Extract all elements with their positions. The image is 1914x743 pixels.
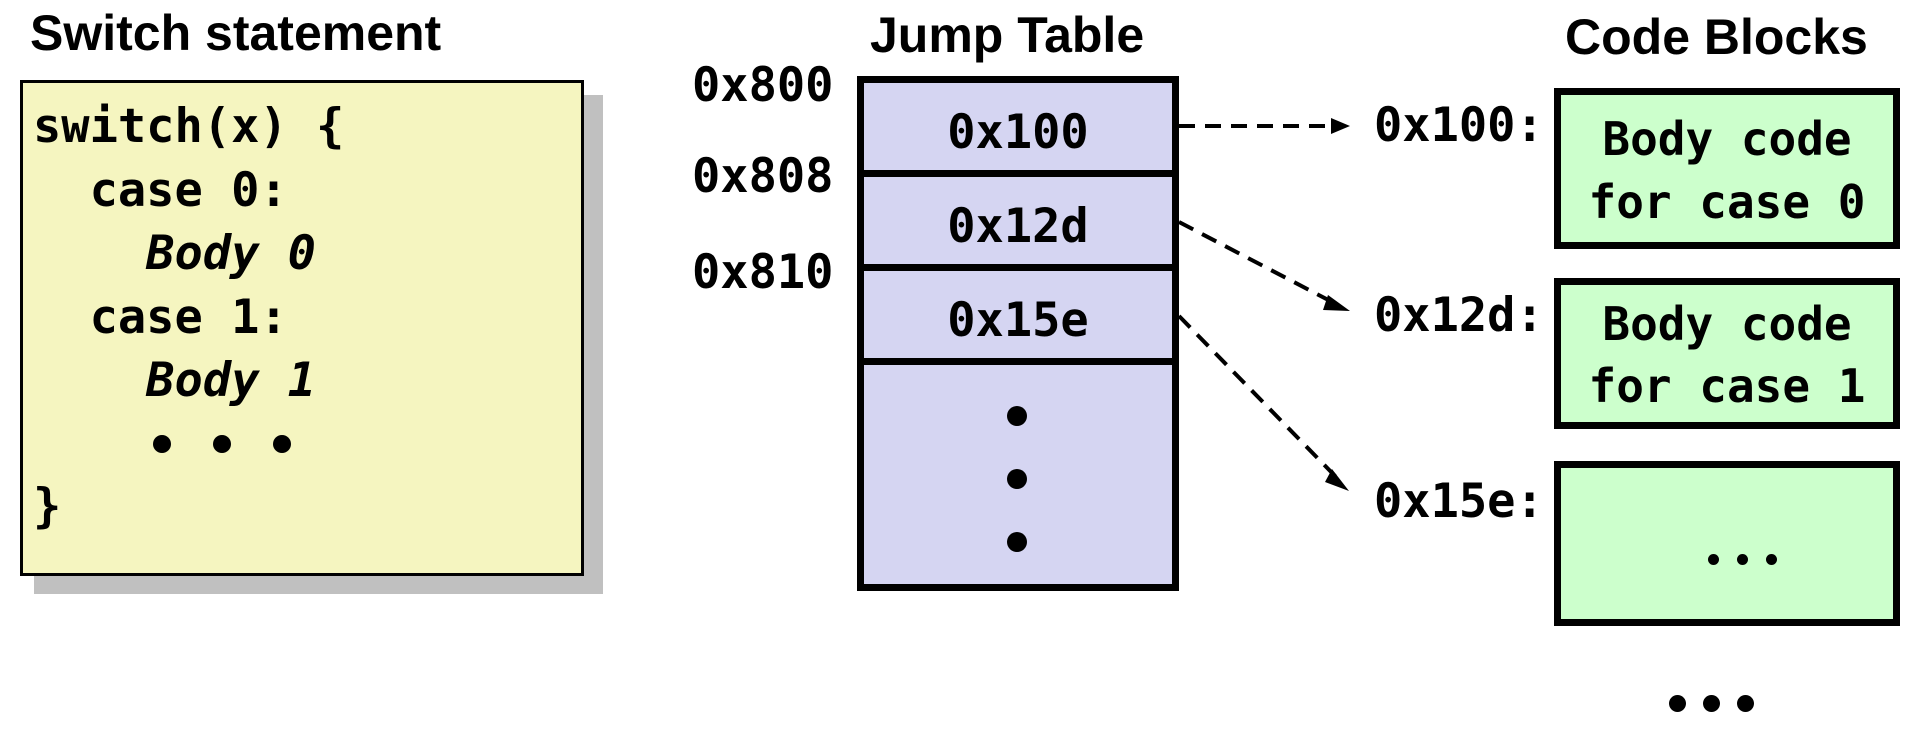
code-block-label-2: 0x15e:: [1374, 474, 1544, 529]
jt-address-0: 0x800: [692, 58, 834, 113]
code-line-case-1: case 1:: [33, 290, 288, 345]
code-line-case-0: case 0:: [33, 163, 288, 218]
ellipsis-dot: [1007, 469, 1027, 489]
arrow-to-case-0: [1179, 118, 1350, 134]
ellipsis-dot: [1708, 554, 1719, 565]
arrowhead-icon: [1325, 469, 1349, 491]
ellipsis-dot: [1737, 554, 1748, 565]
jt-entry-0: 0x100: [947, 105, 1089, 160]
code-block-line: Body code: [1602, 112, 1852, 166]
ellipsis-dot: [1766, 554, 1777, 565]
jt-address-1: 0x808: [692, 149, 834, 204]
code-blocks-title: Code Blocks: [1565, 9, 1868, 65]
ellipsis-dot: [1007, 532, 1027, 552]
ellipsis-dot: [213, 435, 231, 453]
jt-entry-2: 0x15e: [947, 293, 1089, 348]
arrow-to-case-1: [1178, 220, 1350, 311]
switch-statement-box: switch(x) { case 0: Body 0 case 1: Body …: [20, 80, 584, 576]
code-line-switch: switch(x) {: [33, 99, 345, 154]
ellipsis-dot: [1703, 695, 1720, 712]
code-block-label-1: 0x12d:: [1374, 288, 1544, 343]
code-block-line: for case 1: [1588, 359, 1866, 413]
jt-divider: [864, 264, 1172, 271]
code-block-label-0: 0x100:: [1374, 98, 1544, 153]
arrowhead-icon: [1331, 118, 1350, 134]
ellipsis-dot: [1737, 695, 1754, 712]
ellipsis-dot: [1007, 406, 1027, 426]
arrow-to-case-more: [1177, 314, 1349, 491]
code-block-line: for case 0: [1588, 175, 1866, 229]
code-line-body-1: Body 1: [33, 353, 316, 408]
jump-table: 0x100 0x12d 0x15e: [857, 76, 1179, 591]
ellipsis-dot: [153, 435, 171, 453]
code-block-case-0: Body code for case 0: [1554, 88, 1900, 249]
ellipsis-dot: [1669, 695, 1686, 712]
ellipsis-dot: [273, 435, 291, 453]
arrowhead-icon: [1323, 295, 1350, 311]
jump-table-title: Jump Table: [870, 7, 1145, 63]
code-block-more: [1554, 461, 1900, 626]
code-line-close-brace: }: [33, 479, 62, 534]
code-block-case-1: Body code for case 1: [1554, 278, 1900, 429]
code-line-body-0: Body 0: [33, 226, 316, 281]
jt-address-2: 0x810: [692, 245, 834, 300]
code-block-line: Body code: [1602, 297, 1852, 351]
jt-entry-1: 0x12d: [947, 199, 1089, 254]
jt-divider: [864, 358, 1172, 365]
jt-divider: [864, 170, 1172, 177]
switch-statement-title: Switch statement: [30, 5, 442, 61]
